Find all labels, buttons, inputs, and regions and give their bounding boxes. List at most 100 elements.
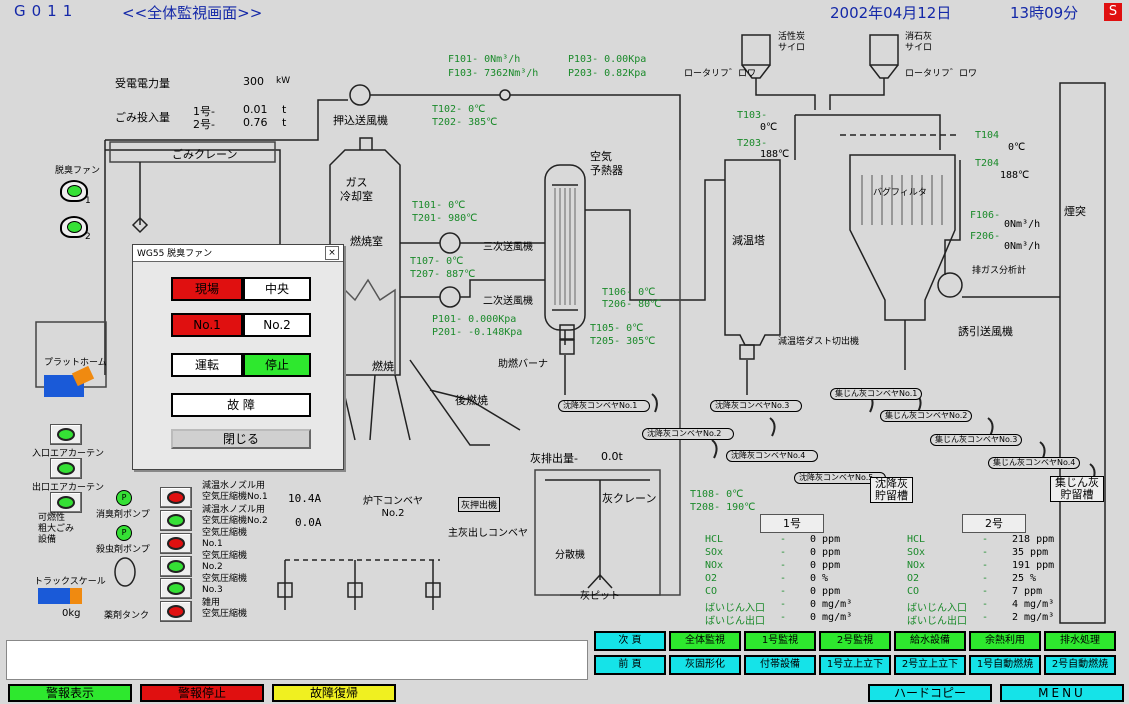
reading-f106-value: 0Nm³/h: [1004, 219, 1041, 230]
cooling-tower-dust-label: 減温塔ダスト切出機: [778, 337, 860, 347]
emission-name: O2: [705, 573, 718, 584]
reading-p103: P103- 0.00Kpa: [568, 54, 647, 65]
emission-dash: -: [780, 547, 787, 558]
local-button[interactable]: 現場: [171, 277, 243, 301]
fly-conveyor-3[interactable]: 集じん灰コンベヤNo.3: [930, 434, 1022, 446]
nav-button[interactable]: 次 頁: [594, 631, 666, 651]
nav-button[interactable]: 全体監視: [669, 631, 741, 651]
deodor-fan-2-icon[interactable]: [60, 216, 88, 238]
compressor-3-lamp[interactable]: [160, 533, 192, 554]
reading-t203: T203-: [737, 138, 768, 149]
compressor-1-lamp[interactable]: [160, 487, 192, 508]
platform-label: プラットホーム: [44, 358, 107, 368]
central-button[interactable]: 中央: [243, 277, 311, 301]
reading-p101: P101- 0.000Kpa: [432, 314, 517, 325]
after-burn-label: 後燃焼: [455, 394, 488, 407]
emission-dash: -: [780, 599, 787, 610]
nav-button[interactable]: 1号監視: [744, 631, 816, 651]
nav-button[interactable]: 灰固形化: [669, 655, 741, 675]
push-fan-label[interactable]: 押込送風機: [333, 114, 388, 127]
stop-button[interactable]: 停止: [243, 353, 311, 377]
reading-t103-value: 0℃: [760, 122, 778, 133]
sed-conveyor-5[interactable]: 沈降灰コンベヤNo.5: [794, 472, 886, 484]
nav-button[interactable]: 余熱利用: [969, 631, 1041, 651]
emission-name: NOx: [907, 560, 926, 571]
emission-dash: -: [982, 547, 989, 558]
sed-conveyor-1[interactable]: 沈降灰コンベヤNo.1: [558, 400, 650, 412]
no1-button[interactable]: No.1: [171, 313, 243, 337]
fault-reset-button[interactable]: 故障復帰: [272, 684, 396, 702]
fly-conveyor-1[interactable]: 集じん灰コンベヤNo.1: [830, 388, 922, 400]
emission-value: 218 ppm: [1012, 534, 1055, 545]
compressor-6-lamp[interactable]: [160, 601, 192, 622]
sediment-ash-tank[interactable]: 沈降灰 貯留槽: [870, 477, 913, 503]
alarm-display-button[interactable]: 警報表示: [8, 684, 132, 702]
induced-fan-label[interactable]: 誘引送風機: [958, 325, 1013, 338]
slaked-lime-label: 消石灰 サイロ: [905, 32, 933, 53]
deodorant-pump-icon[interactable]: P: [116, 490, 132, 506]
nav-button[interactable]: 2号監視: [819, 631, 891, 651]
run-button[interactable]: 運転: [171, 353, 243, 377]
emission-value: 0 ppm: [810, 547, 841, 558]
compressor-2-lamp[interactable]: [160, 510, 192, 531]
reading-t108: T108- 0℃: [690, 489, 744, 500]
emission-dash: -: [982, 612, 989, 623]
dialog-close-icon[interactable]: ×: [325, 246, 339, 260]
exit-curtain-lamp[interactable]: [50, 458, 82, 479]
nav-button[interactable]: 1号自動燃焼: [969, 655, 1041, 675]
reading-t208: T208- 190℃: [690, 502, 756, 513]
fan3-label[interactable]: 三次送風機: [483, 242, 533, 253]
crane-label[interactable]: ごみクレーン: [172, 148, 238, 161]
nav-button[interactable]: 2号立上立下: [894, 655, 966, 675]
reading-t204: T204: [975, 158, 1000, 169]
nav-button[interactable]: 2号自動燃焼: [1044, 655, 1116, 675]
aux-burner-label[interactable]: 助燃バーナ: [498, 359, 548, 370]
screen-id: G011: [14, 2, 79, 20]
no2-button[interactable]: No.2: [243, 313, 311, 337]
ash-crane-label[interactable]: 灰クレーン: [602, 492, 657, 505]
compressor-4-lamp[interactable]: [160, 556, 192, 577]
hardcopy-button[interactable]: ハードコピー: [868, 684, 992, 702]
nav-button[interactable]: 給水設備: [894, 631, 966, 651]
bulky-waste-lamp[interactable]: [50, 492, 82, 513]
nav-button[interactable]: 前 頁: [594, 655, 666, 675]
emission-dash: -: [982, 599, 989, 610]
fly-ash-tank[interactable]: 集じん灰 貯留槽: [1050, 476, 1104, 502]
compressor-5-lamp[interactable]: [160, 578, 192, 599]
reading-t207: T207- 887℃: [410, 269, 476, 280]
entrance-curtain-label: 入口エアカーテン: [32, 449, 105, 459]
sed-conveyor-3[interactable]: 沈降灰コンベヤNo.3: [710, 400, 802, 412]
truck-scale-value: 0kg: [62, 608, 81, 619]
disperser-label: 分散機: [555, 550, 585, 561]
deodor-fan-1-icon[interactable]: [60, 180, 88, 202]
fly-conveyor-2[interactable]: 集じん灰コンベヤNo.2: [880, 410, 972, 422]
air-preheater-label: 空気 予熱器: [590, 150, 623, 177]
fan2-label[interactable]: 二次送風機: [483, 296, 533, 307]
menu-button[interactable]: MENU: [1000, 684, 1124, 702]
reading-f101: F101- 0Nm³/h: [448, 54, 521, 65]
main-ash-conveyor-label[interactable]: 主灰出しコンベヤ: [448, 528, 528, 539]
entrance-curtain-lamp[interactable]: [50, 424, 82, 445]
line2-label: 2号: [962, 514, 1026, 533]
emission-name: SOx: [705, 547, 724, 558]
furnace-conveyor-label[interactable]: 炉下コンベヤ No.2: [363, 496, 423, 519]
sed-conveyor-2[interactable]: 沈降灰コンベヤNo.2: [642, 428, 734, 440]
waste-input-label: ごみ投入量: [115, 111, 170, 124]
nav-button[interactable]: 排水処理: [1044, 631, 1116, 651]
dialog-titlebar[interactable]: WG55 脱臭ファン ×: [133, 245, 343, 262]
alarm-stop-button[interactable]: 警報停止: [140, 684, 264, 702]
nav-button[interactable]: 付帯設備: [744, 655, 816, 675]
cooling-tower-label: 減温塔: [732, 234, 765, 247]
sed-conveyor-4[interactable]: 沈降灰コンベヤNo.4: [726, 450, 818, 462]
nav-button[interactable]: 1号立上立下: [819, 655, 891, 675]
insecticide-pump-icon[interactable]: P: [116, 525, 132, 541]
fly-conveyor-4[interactable]: 集じん灰コンベヤNo.4: [988, 457, 1080, 469]
emission-dash: -: [780, 612, 787, 623]
power-value: 300: [243, 75, 264, 88]
emission-dash: -: [780, 534, 787, 545]
dialog-close-button[interactable]: 閉じる: [171, 429, 311, 449]
ash-discharger-label[interactable]: 灰押出機: [458, 497, 501, 512]
fault-indicator: 故 障: [171, 393, 311, 417]
emission-value: 191 ppm: [1012, 560, 1055, 571]
power-unit: kW: [276, 76, 291, 86]
